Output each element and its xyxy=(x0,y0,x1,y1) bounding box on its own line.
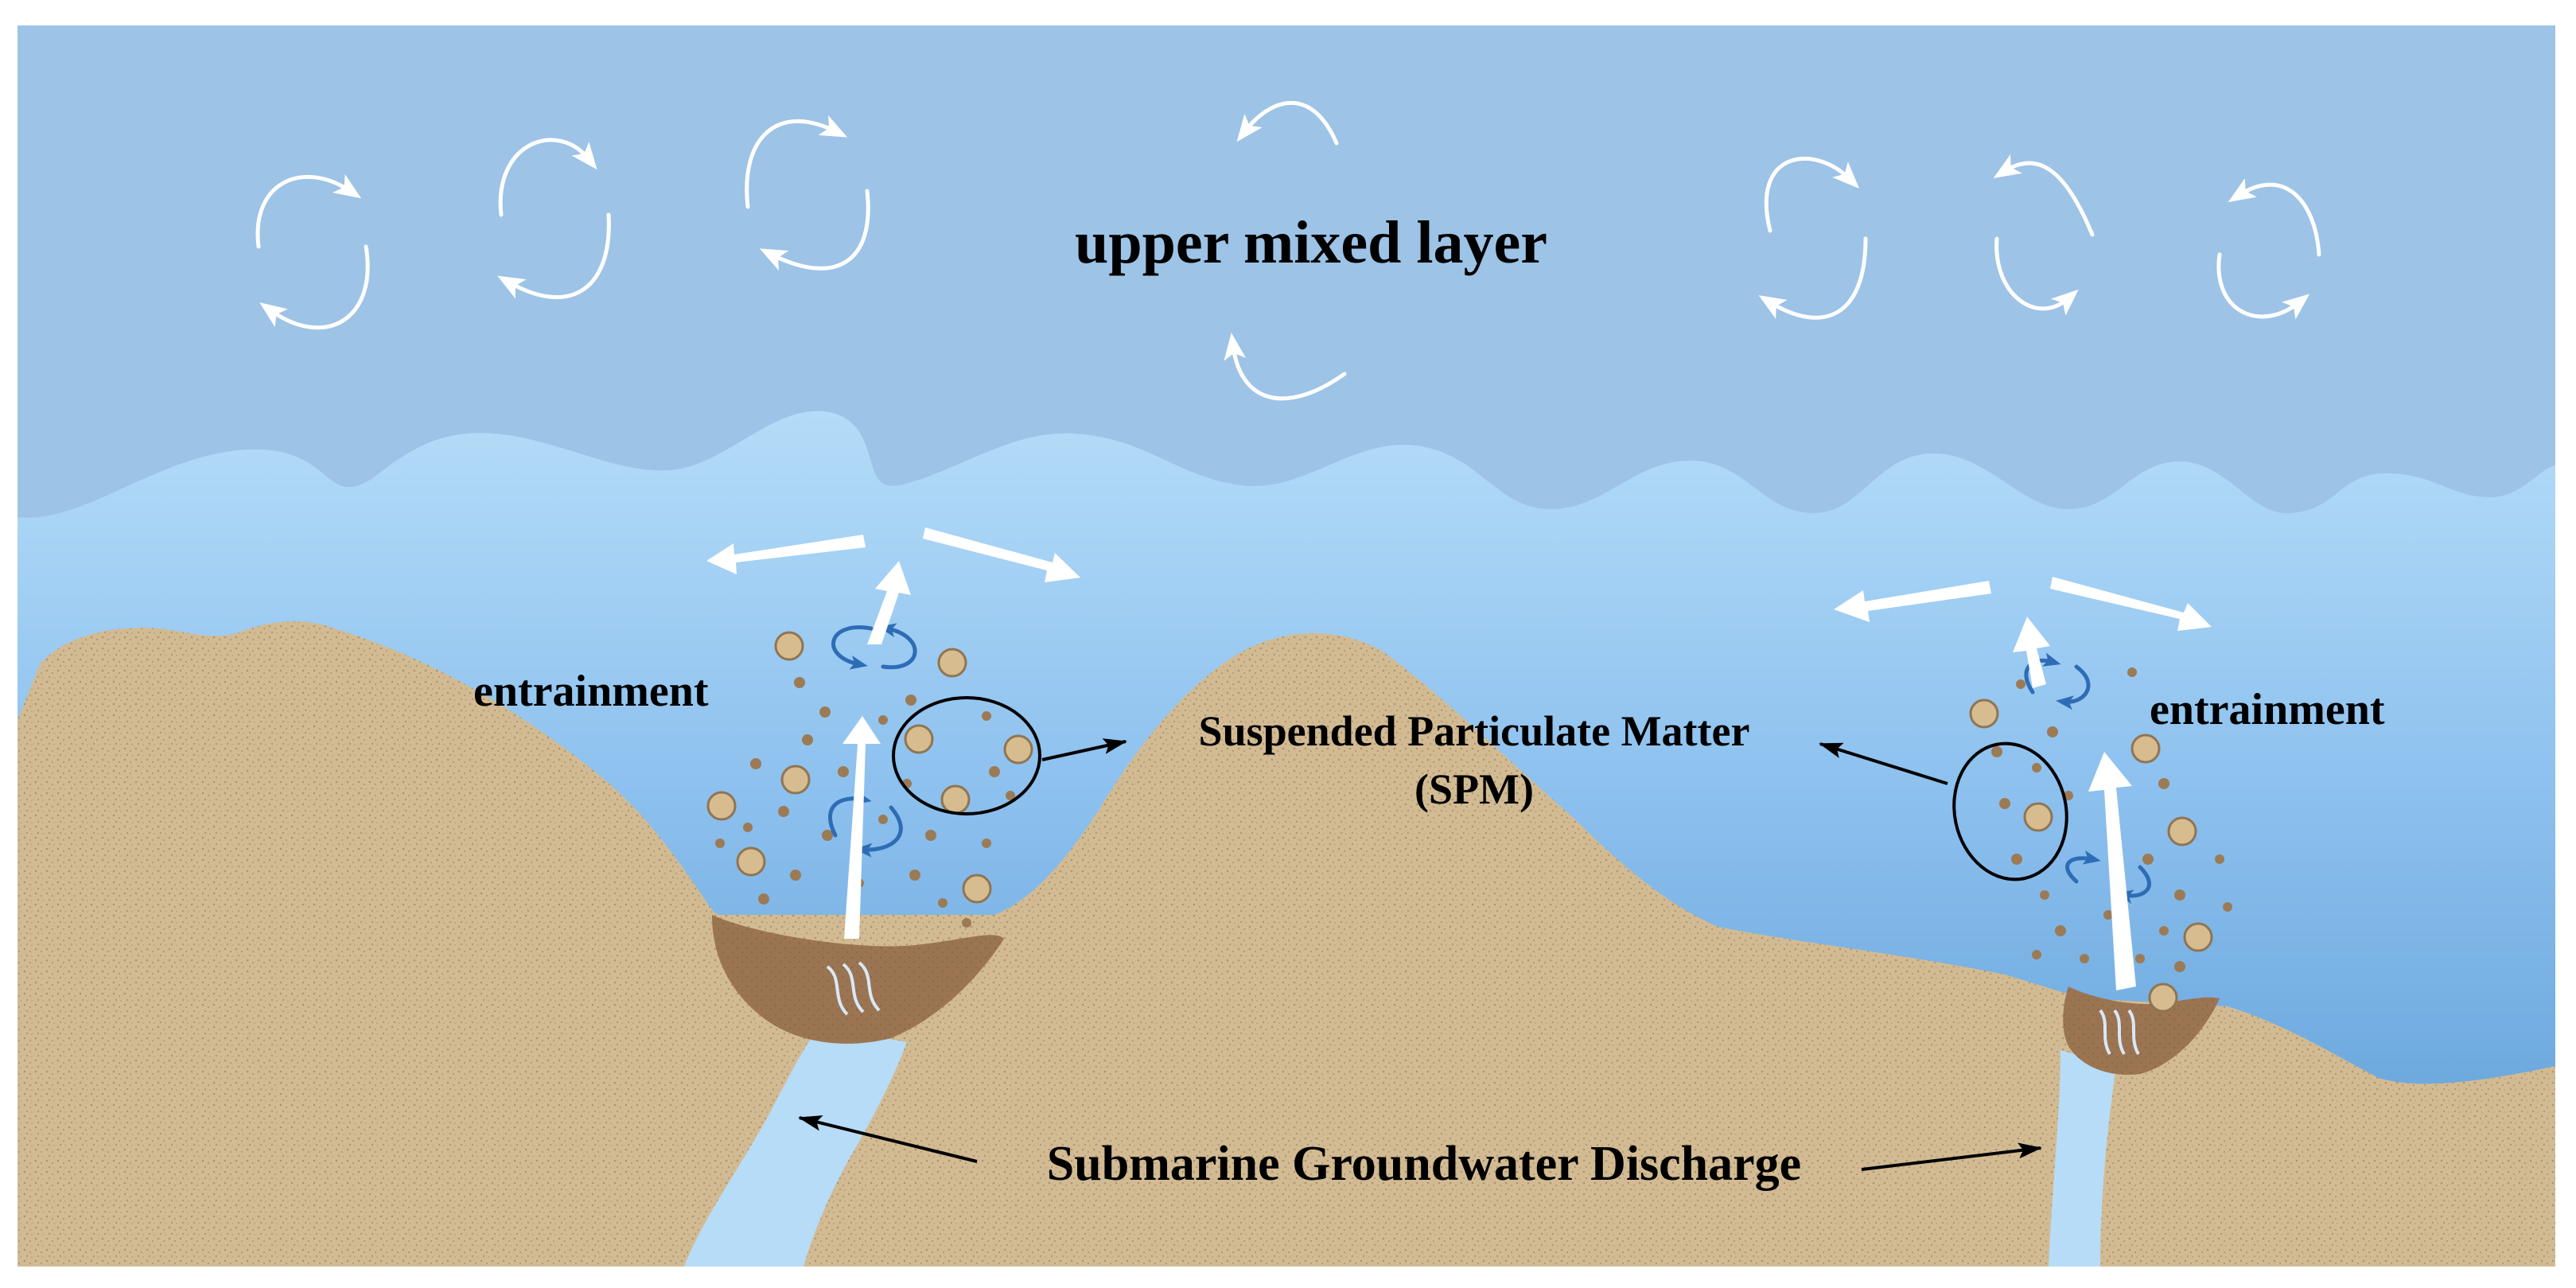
flow-lines-left xyxy=(826,961,881,1016)
swirl-icon xyxy=(2056,664,2091,710)
eddies xyxy=(255,100,2321,401)
eddy-arrow-icon xyxy=(1993,154,2095,237)
eddy-arrow-icon xyxy=(1994,236,2079,316)
eddy-arrow-icon xyxy=(1758,236,1868,320)
spm-label-line1: Suspended Particulate Matter xyxy=(1199,707,1750,755)
callout-arrow-icon xyxy=(1041,738,1127,761)
eddy-arrow-icon xyxy=(498,138,597,217)
eddy-arrow-icon xyxy=(2216,252,2310,320)
spm-callout-right xyxy=(1952,741,2068,881)
particle-large xyxy=(2130,733,2161,764)
upward-arrow-icon xyxy=(842,716,881,939)
swirl-icon xyxy=(878,623,917,670)
particles-left xyxy=(706,631,1033,928)
spread-arrow-icon xyxy=(923,527,1080,582)
swirls xyxy=(828,623,2151,904)
discharge-pocket-right xyxy=(2063,986,2220,1075)
eddy-arrow-icon xyxy=(259,244,370,330)
sgd-label: Submarine Groundwater Discharge xyxy=(1047,1137,1801,1191)
eddy-arrow-icon xyxy=(1224,333,1347,401)
upward-arrow-icon xyxy=(867,561,911,644)
discharge-pocket-left xyxy=(712,915,1004,1044)
spreading-arrows xyxy=(706,527,2212,631)
upward-arrow-icon xyxy=(2088,752,2136,990)
entrainment-label-left: entrainment xyxy=(473,667,709,716)
particle-large xyxy=(904,724,934,754)
spread-arrow-icon xyxy=(2050,577,2212,631)
eddy-arrow-icon xyxy=(759,189,870,271)
swirl-icon xyxy=(831,625,874,670)
eddy-arrow-icon xyxy=(2228,178,2321,257)
particle-large xyxy=(2183,922,2213,952)
discharge-stream-right xyxy=(2049,1050,2116,1267)
callout-arrow-icon xyxy=(1819,742,1948,785)
spread-arrow-icon xyxy=(706,535,866,574)
particle-large xyxy=(2167,816,2197,846)
particle-large xyxy=(1969,698,1999,729)
particles-right xyxy=(1969,667,2232,1013)
swirl-icon xyxy=(2065,850,2101,884)
particle-large xyxy=(706,791,737,821)
spm-label-line2: (SPM) xyxy=(1414,765,1534,813)
callout-arrows xyxy=(798,738,2042,1171)
entrainment-label-right: entrainment xyxy=(2150,685,2385,734)
particle-large xyxy=(774,631,804,661)
particle-large xyxy=(937,648,967,678)
swirl-icon xyxy=(854,805,903,858)
upper-mixed-layer-label: upper mixed layer xyxy=(1075,209,1547,276)
eddy-arrow-icon xyxy=(255,173,362,249)
particle-large xyxy=(780,765,811,795)
callout-arrow-icon xyxy=(1861,1142,2042,1171)
sea-floor xyxy=(18,621,2555,1267)
spm-callout-left xyxy=(892,696,1041,815)
particle-large xyxy=(2148,983,2178,1013)
eddy-arrow-icon xyxy=(497,212,611,299)
flow-lines-right xyxy=(2099,1009,2140,1056)
particle-large xyxy=(940,784,971,815)
swirl-icon xyxy=(2115,865,2151,904)
particle-large xyxy=(736,846,766,877)
discharge-stream-left xyxy=(684,1026,907,1267)
spread-arrow-icon xyxy=(1834,581,1991,622)
upward-arrow-icon xyxy=(2013,617,2050,688)
eddy-arrow-icon xyxy=(745,115,848,209)
eddy-arrow-icon xyxy=(1236,100,1339,146)
particle-large xyxy=(1003,734,1033,765)
callout-arrow-icon xyxy=(798,1115,978,1163)
particle-large xyxy=(2023,802,2053,832)
particle-large xyxy=(962,874,992,904)
eddy-arrow-icon xyxy=(1764,156,1860,233)
upwelling-arrows xyxy=(842,561,2136,990)
